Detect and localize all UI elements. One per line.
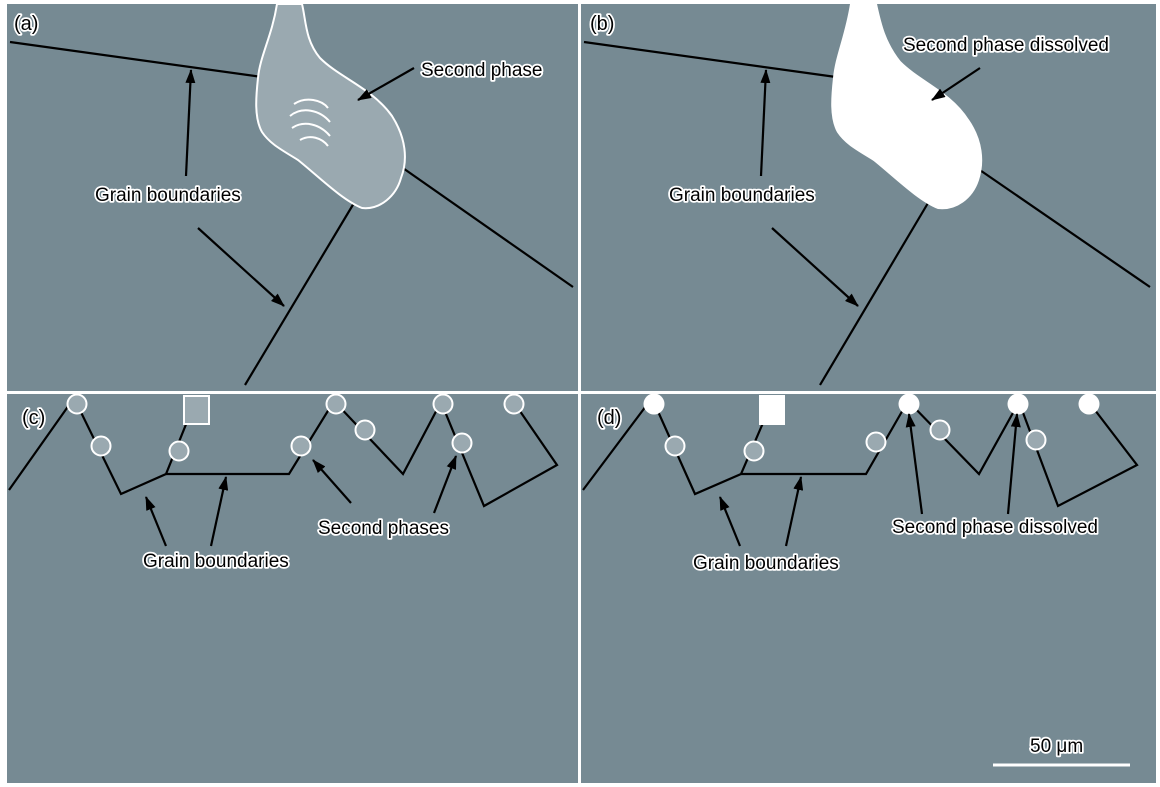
- panel-a-grain-boundary-bottom: [244, 202, 355, 386]
- panel-d-particle: [1025, 429, 1047, 451]
- panel-a-grain-boundary-top: [9, 40, 263, 79]
- scale-bar-label: 50 μm: [1030, 736, 1083, 757]
- panel-c-second-phases-label: Second phases: [318, 518, 449, 539]
- panel-a-second-phase-particle: [255, 3, 406, 210]
- panel-b: (b) Second phase dissolved Grain boundar…: [581, 3, 1156, 391]
- panel-a-grain-boundary-arrow-up: [184, 69, 196, 177]
- panel-d-dissolved-particle: [1078, 393, 1100, 415]
- panel-a-grain-boundaries-label: Grain boundaries: [95, 185, 241, 206]
- panel-a-particle-finger-2: [289, 109, 331, 123]
- panel-b-grain-boundary-top: [583, 40, 837, 79]
- panel-c-particle: [168, 440, 190, 462]
- panel-d-dissolved-particle: [898, 393, 920, 415]
- panel-c-label: (c): [22, 407, 45, 429]
- panel-d-particle: [929, 419, 951, 441]
- panel-d-particle: [664, 435, 686, 457]
- panel-b-dissolved-arrow: [931, 67, 981, 101]
- panel-a-second-phase-label: Second phase: [421, 60, 543, 81]
- panel-d-dissolved-arrow-2: [1006, 413, 1021, 515]
- panel-d-grain-boundary-middle: [741, 399, 1139, 508]
- panel-c-particle-square: [183, 395, 210, 425]
- panel-b-dissolved-particle: [831, 3, 983, 210]
- panel-c-grain-boundary-middle: [166, 399, 559, 508]
- panel-d-particle: [865, 431, 887, 453]
- panel-d-grain-boundary-arrow-2: [784, 476, 804, 547]
- panel-c-second-phase-arrow-1: [312, 459, 352, 504]
- panel-c-particle: [90, 435, 112, 457]
- panel-b-label: (b): [590, 13, 614, 35]
- panel-d-dissolved-label: Second phase dissolved: [892, 517, 1098, 538]
- panel-c-particle: [66, 393, 88, 415]
- panel-c-matrix: [7, 394, 578, 783]
- panel-c-particle: [354, 419, 376, 441]
- panel-c-second-phase-arrow-2: [432, 455, 458, 514]
- panel-a-particle-finger-4: [299, 136, 329, 147]
- panel-c-particle: [432, 393, 454, 415]
- panel-a-second-phase-arrow: [357, 67, 415, 101]
- panel-c-particle: [503, 393, 525, 415]
- panel-c-particle: [325, 393, 347, 415]
- panel-d-matrix: [581, 394, 1156, 783]
- panel-d-dissolved-particle: [643, 393, 665, 415]
- panel-a-grain-boundary-right: [399, 165, 574, 288]
- panel-a-particle-finger-3: [291, 122, 331, 137]
- panel-c-particle: [451, 432, 473, 454]
- panel-b-grain-boundary-right: [973, 165, 1151, 288]
- panel-d-grain-boundary-arrow-1: [718, 496, 742, 547]
- panel-b-dissolved-label: Second phase dissolved: [903, 35, 1109, 56]
- panel-b-grain-boundary-arrow-down: [771, 227, 859, 307]
- panel-d-label: (d): [597, 407, 621, 429]
- panel-a-particle-finger-1: [293, 98, 329, 109]
- panel-d-grain-boundaries-label: Grain boundaries: [693, 553, 839, 574]
- panel-a-grain-boundary-arrow-down: [197, 227, 285, 307]
- panel-b-grain-boundaries-label: Grain boundaries: [669, 185, 815, 206]
- panel-c-grain-boundary-arrow-2: [209, 476, 229, 547]
- panel-d-dissolved-particle-square: [759, 395, 785, 425]
- panel-d: (d) Second phase dissolved Grain boundar…: [581, 393, 1156, 783]
- panel-d-dissolved-arrow-1: [905, 413, 924, 515]
- panel-b-grain-boundary-arrow-up: [759, 69, 771, 177]
- panel-c-grain-boundaries-label: Grain boundaries: [143, 551, 289, 572]
- panel-c: (c) Second phases Grain boundaries: [7, 393, 578, 783]
- panel-c-grain-boundary-arrow-1: [144, 496, 168, 547]
- panel-c-particle: [290, 435, 312, 457]
- panel-d-dissolved-particle: [1007, 393, 1029, 415]
- panel-d-particle: [743, 440, 765, 462]
- panel-a-label: (a): [14, 13, 38, 35]
- panel-b-grain-boundary-bottom: [819, 202, 929, 386]
- panel-a: (a) Second phase Grain boundaries: [7, 3, 578, 391]
